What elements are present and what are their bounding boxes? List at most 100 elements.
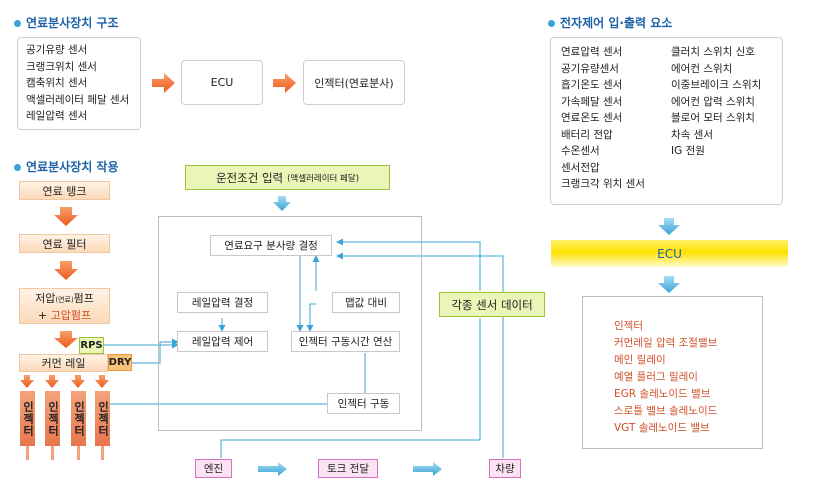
electronic-input-box: 연료압력 센서 공기유량센서 흡기온도 센서 가속페달 센서 연료온도 센서 배…: [550, 37, 783, 205]
list-item: 예열 플러그 릴레이: [614, 371, 698, 383]
injector-drive-label: 인젝터 구동: [337, 398, 390, 410]
arrow-down-icon: [54, 207, 78, 226]
input-list-right: 클러치 스위치 신호 에어컨 스위치 이중브레이크 스위치 에어컨 압력 스위치…: [671, 44, 761, 160]
list-item: 센서전압: [561, 161, 600, 174]
list-item: 공기유량센서: [561, 62, 619, 75]
injector-2: 인젝터: [45, 391, 60, 446]
injector-1: 인젝터: [20, 391, 35, 446]
arrow-down-icon: [273, 196, 291, 211]
fuel-request-box: 연료요구 분사량 결정: [210, 235, 332, 256]
list-item: VGT 솔레노이드 밸브: [614, 422, 710, 434]
dry-label: DRY: [108, 357, 132, 368]
list-item: 크랭크각 위치 센서: [561, 178, 645, 190]
ecu-label: ECU: [210, 76, 234, 89]
pump-line-1: 저압(연료)펌프: [20, 291, 109, 308]
bullet-icon: [548, 20, 555, 27]
fuel-tank-box: 연료 탱크: [19, 181, 110, 200]
arrow-down-icon: [54, 331, 78, 348]
list-item: 액셀러레이터 페달 센서: [26, 93, 130, 106]
list-item: 클러치 스위치 신호: [671, 46, 755, 58]
pump-label: 펌프: [73, 292, 94, 305]
vehicle-box: 차량: [489, 459, 521, 478]
condition-input-box: 운전조건 입력 (액셀러레이터 페달): [185, 165, 390, 190]
list-item: 캠축위치 센서: [26, 77, 88, 89]
list-item: 블로어 모터 스위치: [671, 112, 755, 124]
injector-time-box: 인젝터 구동시간 연산: [291, 331, 400, 352]
list-item: IG 전원: [671, 145, 705, 157]
rps-badge: RPS: [79, 337, 104, 354]
injector-label: 인젝터: [72, 400, 86, 437]
list-item: 인젝터: [614, 320, 643, 332]
arrow-right-icon: [413, 462, 442, 476]
map-compare-box: 맵값 대비: [332, 292, 400, 313]
arrow-down-icon: [95, 375, 109, 388]
structure-injector-box: 인젝터(연료분사): [303, 60, 405, 105]
arrow-down-icon: [658, 276, 680, 293]
arrow-down-icon: [54, 261, 78, 280]
list-item: 에어컨 압력 스위치: [671, 95, 755, 108]
arrow-down-icon: [658, 218, 680, 235]
arrow-down-icon: [45, 375, 59, 388]
plus-label: +: [37, 309, 51, 322]
bullet-icon: [14, 20, 21, 27]
fuel-filter-label: 연료 필터: [42, 237, 87, 251]
vehicle-label: 차량: [495, 463, 515, 475]
list-item: 레일압력 센서: [26, 110, 88, 122]
list-item: 차속 센서: [671, 128, 713, 141]
electronic-ecu-bar: ECU: [551, 240, 788, 267]
rail-pressure-control-label: 레일압력 제어: [191, 336, 254, 348]
rail-pressure-decide-box: 레일압력 결정: [177, 292, 268, 313]
section-title-action: 연료분사장치 작용: [14, 158, 119, 175]
section-title-text: 연료분사장치 작용: [26, 160, 119, 174]
list-item: 흡기온도 센서: [561, 79, 623, 91]
list-item: 가속페달 센서: [561, 95, 623, 108]
section-title-structure: 연료분사장치 구조: [14, 14, 119, 31]
list-item: 메인 릴레이: [614, 354, 666, 366]
map-compare-label: 맵값 대비: [345, 297, 387, 309]
list-item: 공기유량 센서: [26, 44, 88, 56]
dry-badge: DRY: [108, 354, 132, 371]
injector-time-label: 인젝터 구동시간 연산: [298, 336, 393, 348]
engine-label: 엔진: [203, 463, 224, 475]
sensor-data-label: 각종 센서 데이터: [451, 297, 533, 312]
sensor-data-box: 각종 센서 데이터: [439, 292, 545, 317]
electronic-output-box: 인젝터 커먼레일 압력 조절밸브 메인 릴레이 예열 플러그 릴레이 EGR 솔…: [582, 296, 763, 449]
arrow-right-icon: [273, 73, 296, 93]
pump-box: 저압(연료)펌프 + 고압펌프: [19, 288, 110, 324]
section-title-electronic: 전자제어 입·출력 요소: [548, 14, 672, 31]
list-item: 배터리 전압: [561, 128, 613, 141]
engine-box: 엔진: [195, 459, 232, 478]
fuel-small-label: (연료): [55, 296, 74, 304]
structure-sensor-box: 공기유량 센서 크랭크위치 센서 캠축위치 센서 액셀러레이터 페달 센서 레일…: [17, 37, 141, 130]
pump-line-2: + 고압펌프: [20, 308, 109, 323]
section-title-text: 전자제어 입·출력 요소: [560, 16, 673, 30]
injector-label: 인젝터: [96, 400, 110, 437]
rail-pressure-control-box: 레일압력 제어: [177, 331, 268, 352]
rps-label: RPS: [80, 340, 103, 351]
injector-label: 인젝터: [21, 400, 35, 437]
input-list-left: 연료압력 센서 공기유량센서 흡기온도 센서 가속페달 센서 연료온도 센서 배…: [561, 44, 645, 193]
list-item: EGR 솔레노이드 밸브: [614, 388, 711, 400]
list-item: 연료압력 센서: [561, 46, 623, 58]
list-item: 에어컨 스위치: [671, 62, 733, 75]
common-rail-box: 커먼 레일: [19, 354, 108, 372]
rail-pressure-decide-label: 레일압력 결정: [191, 297, 254, 309]
condition-sub-label: (액셀러레이터 페달): [287, 173, 360, 184]
list-item: 스로틀 밸브 솔레노이드: [614, 405, 718, 417]
list-item: 연료온도 센서: [561, 112, 623, 124]
control-frame: [158, 216, 422, 431]
list-item: 수온센서: [561, 145, 600, 157]
torque-box: 토크 전달: [318, 459, 378, 478]
bullet-icon: [14, 164, 21, 171]
structure-ecu-box: ECU: [181, 60, 263, 105]
arrow-down-icon: [71, 375, 85, 388]
injector-3: 인젝터: [71, 391, 86, 446]
fuel-filter-box: 연료 필터: [19, 234, 110, 253]
list-item: 이중브레이크 스위치: [671, 79, 762, 91]
ecu-label: ECU: [657, 246, 682, 261]
injector-label: 인젝터: [46, 400, 60, 437]
condition-main-label: 운전조건 입력: [215, 170, 284, 185]
arrow-right-icon: [258, 462, 287, 476]
fuel-request-label: 연료요구 분사량 결정: [224, 240, 318, 252]
